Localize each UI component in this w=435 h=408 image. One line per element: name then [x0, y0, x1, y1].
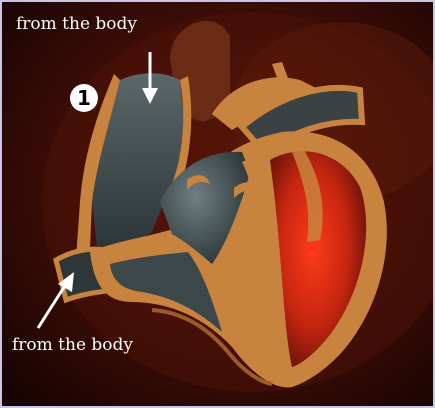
marker-1: 1 — [70, 84, 98, 112]
marker-number: 1 — [77, 86, 91, 110]
label-bottom: from the body — [12, 335, 133, 355]
label-top: from the body — [16, 14, 137, 34]
